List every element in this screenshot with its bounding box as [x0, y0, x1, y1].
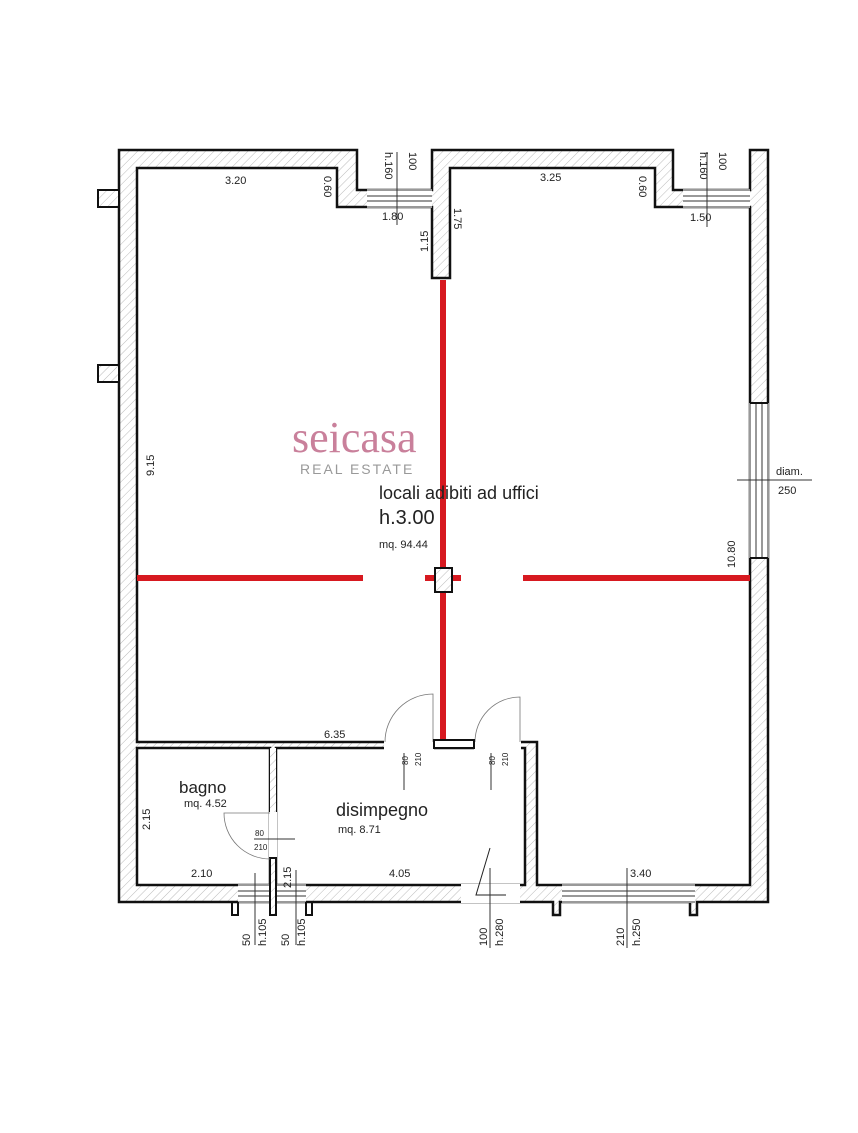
dim-label: h.105: [296, 918, 308, 946]
dim-label: 1.75: [451, 208, 463, 229]
pillar: [434, 567, 453, 593]
dim-label: h.105: [257, 918, 269, 946]
dim-label: 6.35: [324, 729, 345, 741]
dim-label: 1.80: [382, 211, 403, 223]
logo-brand: seicasa: [292, 413, 417, 462]
dim-label: 4.05: [389, 868, 410, 880]
dim-label: 3.20: [225, 175, 246, 187]
dim-label: 1.15: [419, 231, 431, 252]
room-bagno: [135, 746, 272, 887]
dim-label: 10.80: [726, 540, 738, 568]
dim-label: 210: [615, 928, 627, 946]
dim-label: 50: [280, 934, 292, 946]
room-disimpegno-name: disimpegno: [336, 800, 428, 820]
dim-label: 100: [478, 928, 490, 946]
dim-label: 80: [488, 756, 497, 765]
door-main-right: [474, 696, 521, 743]
dim-label: 0.60: [636, 176, 648, 197]
dim-label: 100: [406, 152, 418, 170]
dim-label: h.250: [631, 918, 643, 946]
dim-label: diam.: [776, 466, 803, 478]
room-disimpegno: [274, 746, 527, 887]
dim-label: 9.15: [145, 455, 157, 476]
dim-label: 250: [778, 485, 796, 497]
door-bagno: [223, 812, 271, 860]
dim-label: 210: [414, 752, 423, 766]
dim-label: 3.25: [540, 172, 561, 184]
dim-label: 50: [241, 934, 253, 946]
dim-label: 210: [254, 843, 268, 852]
doors: [223, 693, 521, 896]
dim-label: 1.50: [690, 212, 711, 224]
dim-label: 80: [255, 829, 264, 838]
adjacent-wall-stub: [97, 189, 120, 208]
dim-label: h.160: [697, 152, 709, 180]
dim-label: 2.15: [282, 867, 294, 888]
room-disimpegno-area: mq. 8.71: [338, 824, 381, 836]
room-main-name: locali adibiti ad uffici: [379, 483, 539, 503]
dim-label: 0.60: [321, 176, 333, 197]
logo-tagline: REAL ESTATE: [300, 461, 414, 477]
dim-label: 3.40: [630, 868, 651, 880]
room-bagno-name: bagno: [179, 778, 226, 797]
dim-label: h.160: [382, 152, 394, 180]
entrance-door-symbol: [475, 847, 506, 896]
dim-label: 2.10: [191, 868, 212, 880]
room-bagno-area: mq. 4.52: [184, 798, 227, 810]
room-main-height: h.3.00: [379, 507, 435, 529]
dim-label: 80: [401, 756, 410, 765]
dim-label: 2.15: [141, 809, 153, 830]
partition-lines: [137, 280, 750, 742]
door-main-left: [384, 693, 434, 743]
room-main-area: mq. 94.44: [379, 539, 428, 551]
dim-label: 100: [716, 152, 728, 170]
adjacent-wall-stub: [97, 364, 120, 383]
dim-label: 210: [501, 752, 510, 766]
dim-label: h.280: [494, 918, 506, 946]
